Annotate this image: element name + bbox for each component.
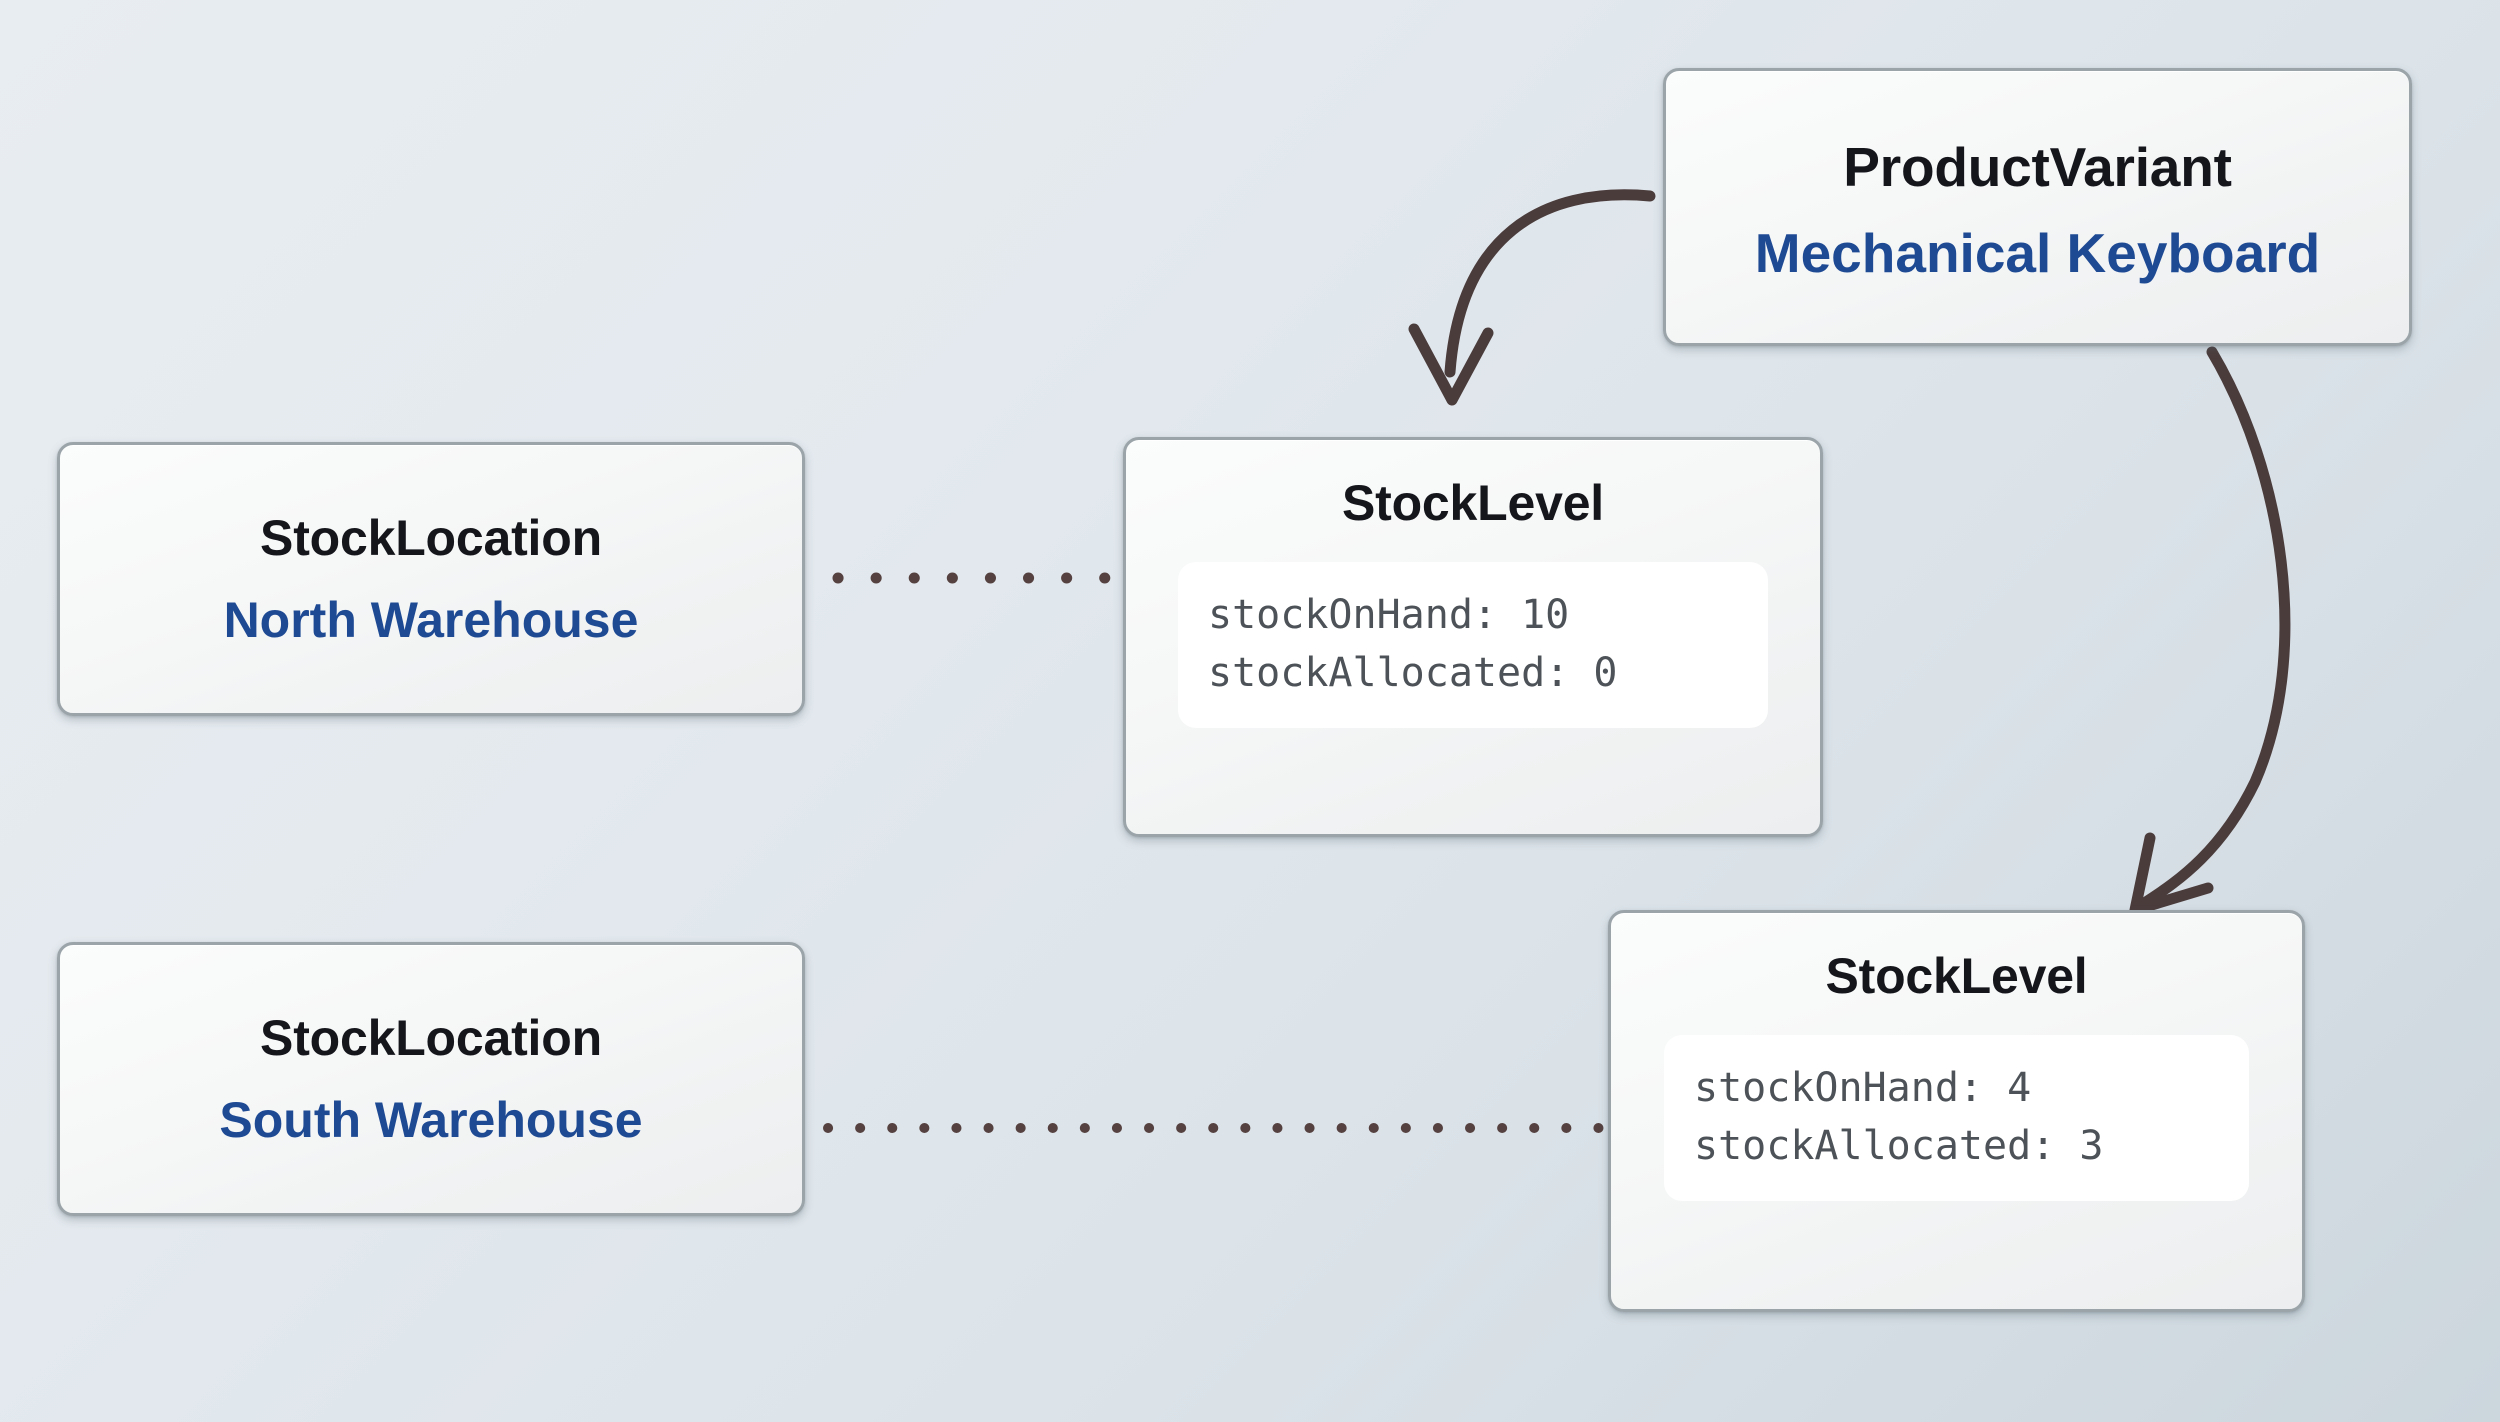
node-stocklevel-north[interactable]: StockLevel stockOnHand: 10 stockAllocate… [1123, 437, 1823, 837]
stocklevel-north-fields: stockOnHand: 10 stockAllocated: 0 [1178, 562, 1768, 728]
edge-variant-to-stocklevel-south [2129, 346, 2291, 916]
node-product-variant-type: ProductVariant [1843, 136, 2232, 198]
node-stocklocation-south-name: South Warehouse [219, 1092, 643, 1148]
node-stocklevel-south-type: StockLevel [1825, 948, 2088, 1004]
stocklevel-south-stock-on-hand: stockOnHand: 4 [1694, 1065, 2032, 1111]
stocklevel-north-stock-allocated: stockAllocated: 0 [1208, 650, 1618, 696]
stocklevel-south-stock-allocated: stockAllocated: 3 [1694, 1123, 2104, 1169]
node-stocklocation-south-type: StockLocation [260, 1010, 602, 1066]
node-stocklocation-north[interactable]: StockLocation North Warehouse [57, 442, 805, 716]
edge-variant-to-stocklevel-north [1408, 189, 1656, 406]
node-stocklevel-north-type: StockLevel [1341, 475, 1604, 531]
node-stocklocation-north-type: StockLocation [260, 510, 602, 566]
stocklevel-north-stock-on-hand: stockOnHand: 10 [1208, 592, 1570, 638]
node-product-variant-name: Mechanical Keyboard [1754, 222, 2321, 284]
node-stocklevel-south[interactable]: StockLevel stockOnHand: 4 stockAllocated… [1608, 910, 2305, 1312]
node-product-variant[interactable]: ProductVariant Mechanical Keyboard [1663, 68, 2412, 346]
stocklevel-south-fields: stockOnHand: 4 stockAllocated: 3 [1664, 1035, 2249, 1201]
node-stocklocation-south[interactable]: StockLocation South Warehouse [57, 942, 805, 1216]
node-stocklocation-north-name: North Warehouse [223, 592, 639, 648]
